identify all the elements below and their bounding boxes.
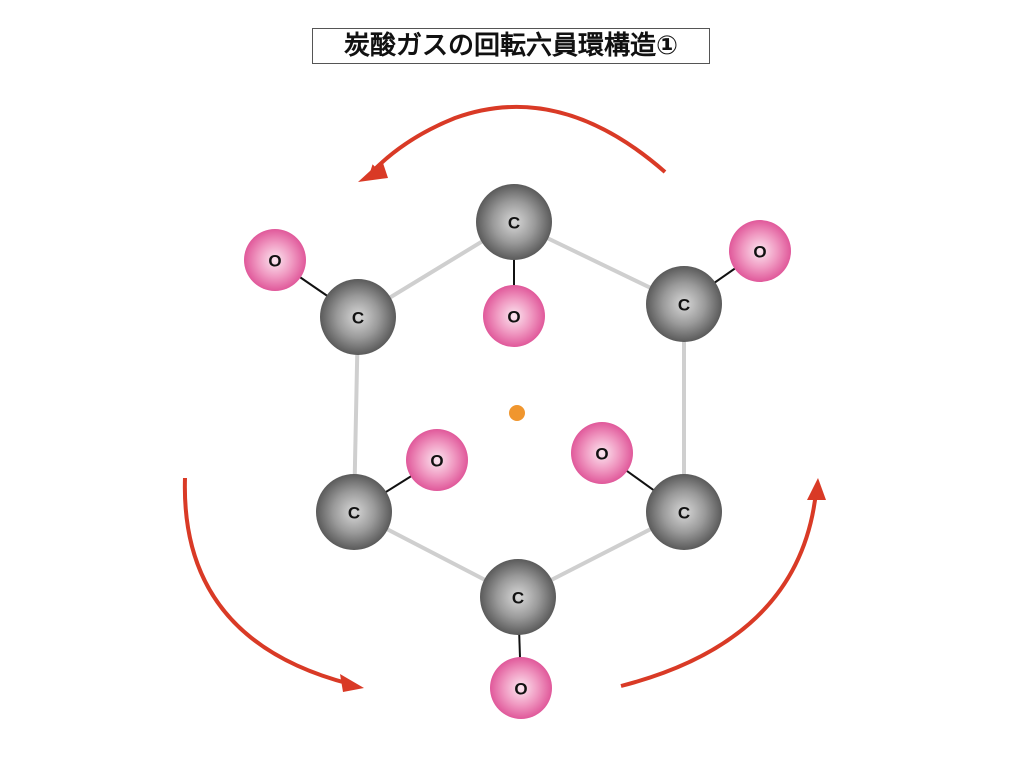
arrowhead-right [807,478,826,500]
svg-text:C: C [678,504,690,523]
svg-text:C: C [678,296,690,315]
svg-text:C: C [348,504,360,523]
svg-text:O: O [507,308,520,327]
svg-text:C: C [352,309,364,328]
rotation-arrow-right [620,488,821,688]
diagram-title: 炭酸ガスの回転六員環構造① [312,28,710,64]
rotation-arrow-top [369,104,667,175]
carbon-atom: C [646,266,722,342]
svg-text:O: O [430,452,443,471]
svg-text:O: O [268,252,281,271]
oxygen-atom: O [406,429,468,491]
oxygen-atom: O [571,422,633,484]
svg-text:C: C [512,589,524,608]
svg-text:O: O [753,243,766,262]
arrowhead-top [358,160,388,182]
carbon-atom: C [316,474,392,550]
oxygen-atom: O [483,285,545,347]
carbon-atom: C [646,474,722,550]
svg-text:O: O [595,445,608,464]
rotation-arrow-left [182,477,354,688]
oxygen-atom: O [729,220,791,282]
carbon-atom: C [480,559,556,635]
arrowhead-left [340,674,364,692]
oxygen-atom: O [244,229,306,291]
carbon-atom: C [476,184,552,260]
carbon-atom: C [320,279,396,355]
rotation-center-dot [509,405,525,421]
svg-text:C: C [508,214,520,233]
oxygen-atom: O [490,657,552,719]
svg-text:O: O [514,680,527,699]
